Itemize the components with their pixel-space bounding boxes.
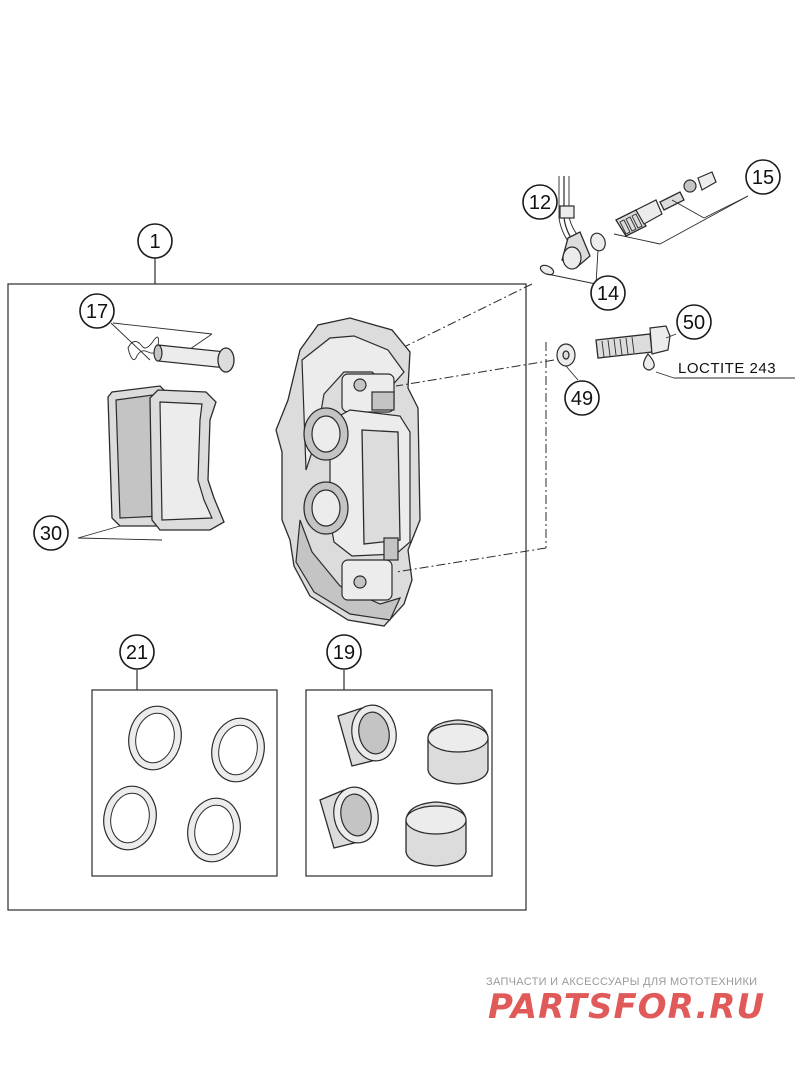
assembly-frame: [7, 258, 527, 911]
assembly-dash-lines: [395, 283, 555, 573]
watermark-logo: PARTSFOR.RU: [488, 987, 765, 1027]
svg-text:49: 49: [571, 388, 593, 410]
mounting-bolt-50: [595, 325, 677, 359]
svg-text:30: 30: [40, 523, 62, 545]
brake-line-12: [558, 176, 591, 270]
svg-text:15: 15: [752, 167, 774, 189]
pistons-19: [305, 670, 493, 877]
callout-30: 30: [33, 515, 69, 551]
svg-text:12: 12: [529, 192, 551, 214]
piston-seals-21: [91, 670, 278, 877]
callout-19: 19: [326, 634, 362, 670]
sealing-washers-14: [539, 232, 606, 285]
pad-pin-17: [110, 322, 235, 373]
brake-pads-30: [77, 385, 225, 541]
caliper-body: [275, 317, 421, 627]
callout-50: 50: [676, 304, 712, 340]
callout-21: 21: [119, 634, 155, 670]
svg-text:17: 17: [86, 301, 108, 323]
bleed-valve-15: [613, 171, 749, 245]
loctite-drop-icon: [642, 353, 795, 379]
callout-12: 12: [522, 184, 558, 220]
washer-49: [556, 343, 579, 381]
callout-49: 49: [564, 380, 600, 416]
loctite-note: LOCTITE 243: [678, 360, 776, 377]
svg-text:14: 14: [597, 283, 619, 305]
svg-text:21: 21: [126, 642, 148, 664]
svg-text:1: 1: [149, 231, 160, 253]
callout-15: 15: [745, 159, 781, 195]
callout-14: 14: [590, 275, 626, 311]
svg-text:50: 50: [683, 312, 705, 334]
callout-1: 1: [137, 223, 173, 259]
watermark-tagline: ЗАПЧАСТИ И АКСЕССУАРЫ ДЛЯ МОТОТЕХНИКИ: [486, 976, 757, 988]
svg-text:19: 19: [333, 642, 355, 664]
callout-17: 17: [79, 293, 115, 329]
